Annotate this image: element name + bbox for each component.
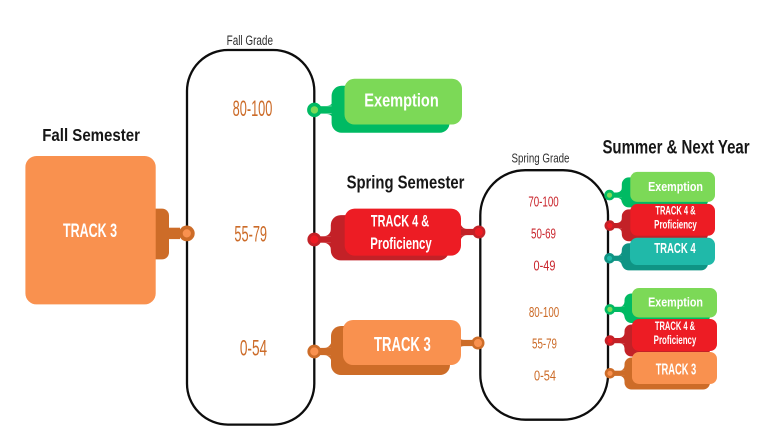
svg-text:Proficiency: Proficiency xyxy=(654,219,697,232)
svg-text:Summer & Next Year: Summer & Next Year xyxy=(602,136,749,158)
svg-text:55-79: 55-79 xyxy=(532,335,557,352)
svg-text:0-49: 0-49 xyxy=(534,257,556,274)
svg-text:Spring Grade: Spring Grade xyxy=(512,152,570,166)
svg-text:Proficiency: Proficiency xyxy=(654,335,697,348)
svg-text:TRACK 4: TRACK 4 xyxy=(654,240,696,257)
svg-text:Fall Semester: Fall Semester xyxy=(42,125,140,146)
svg-text:Exemption: Exemption xyxy=(648,296,703,310)
svg-text:Exemption: Exemption xyxy=(364,90,438,111)
svg-text:0-54: 0-54 xyxy=(240,335,267,360)
svg-text:TRACK 3: TRACK 3 xyxy=(656,360,697,378)
svg-text:Proficiency: Proficiency xyxy=(370,234,432,253)
svg-text:TRACK 3: TRACK 3 xyxy=(374,333,431,356)
svg-text:55-79: 55-79 xyxy=(234,222,267,246)
svg-text:TRACK 3: TRACK 3 xyxy=(63,220,117,241)
svg-text:Fall Grade: Fall Grade xyxy=(227,33,274,49)
svg-text:TRACK 4 &: TRACK 4 & xyxy=(371,211,429,230)
svg-text:TRACK 4 &: TRACK 4 & xyxy=(655,205,695,218)
svg-text:Exemption: Exemption xyxy=(648,180,703,194)
svg-text:80-100: 80-100 xyxy=(233,97,273,121)
svg-text:80-100: 80-100 xyxy=(529,304,559,321)
svg-text:50-69: 50-69 xyxy=(531,225,556,242)
svg-text:0-54: 0-54 xyxy=(534,367,556,384)
svg-text:70-100: 70-100 xyxy=(528,193,558,210)
svg-text:Spring Semester: Spring Semester xyxy=(347,172,465,193)
svg-text:TRACK 4 &: TRACK 4 & xyxy=(655,321,695,334)
